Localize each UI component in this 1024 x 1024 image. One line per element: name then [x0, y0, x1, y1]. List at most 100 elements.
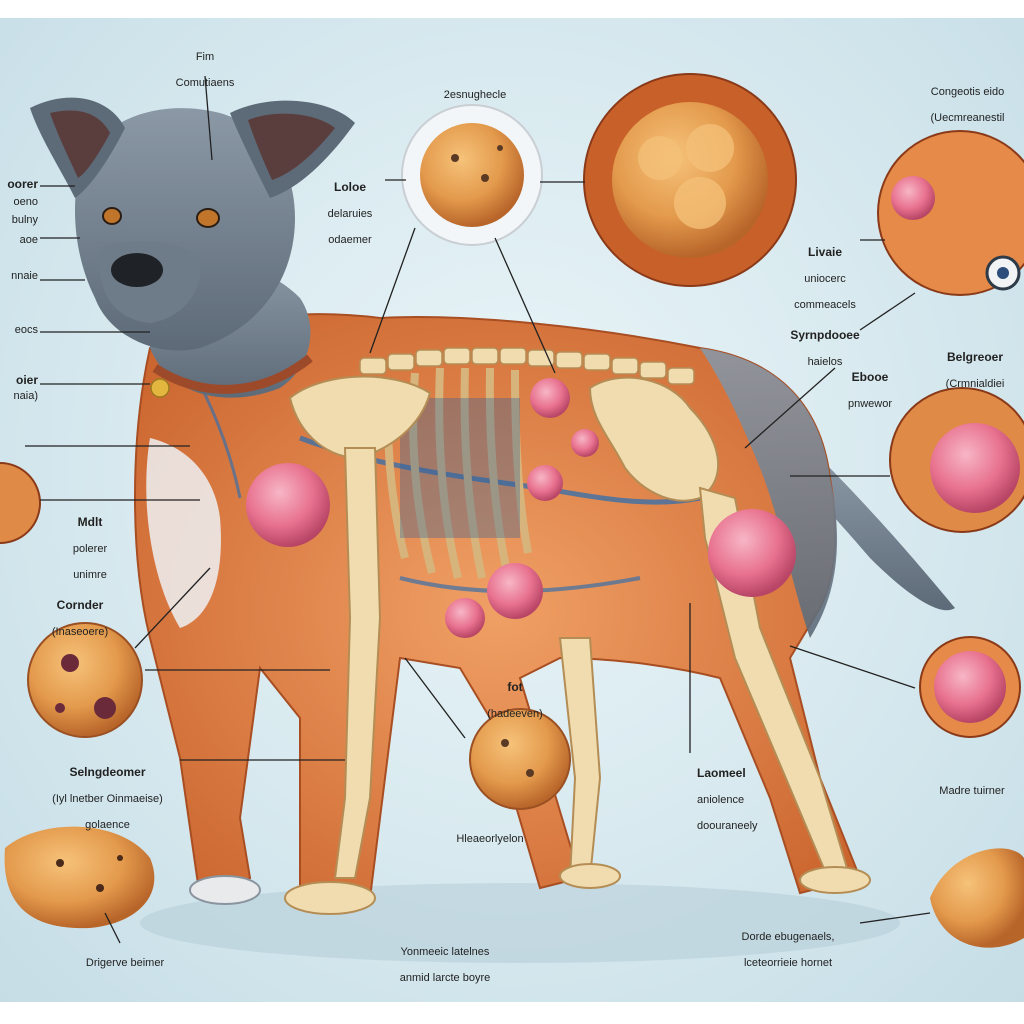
label-left-6-text: eocs	[14, 324, 38, 336]
magnifier-top-left	[401, 104, 543, 246]
lipoma-bottom-left	[4, 826, 155, 929]
label-right-line-1: Belgreoer	[946, 350, 1004, 364]
label-lobes-line-1: Loloe	[334, 180, 366, 194]
label-top-right-line-2: (Uecmreanestil	[930, 112, 1005, 124]
label-herm: Hleaeorlyelon	[430, 820, 550, 846]
label-fot-line-2: (hadeeven)	[487, 708, 543, 720]
label-left-8: naia)	[0, 390, 38, 403]
magnifier-right-lower	[919, 636, 1021, 738]
fur-chest	[146, 438, 221, 628]
label-melt-line-1: Mdlt	[77, 515, 103, 529]
label-top-right: Congeotis eido (Uecmreanestil	[905, 73, 1024, 125]
anatomy-illustration: Fim Comutiaens 2esnughecle Congeotis eid…	[0, 18, 1024, 1002]
label-right-line-2: (Crmnialdiei	[945, 378, 1005, 390]
eye-left	[102, 207, 122, 225]
label-fot-line-1: fot	[507, 680, 523, 694]
label-cornder: Cornder (Inaseoere)	[25, 586, 135, 639]
label-loom-line-2: aniolence	[697, 794, 745, 806]
paw-front-left	[189, 875, 261, 905]
label-lipoma-line-3: commeacels	[794, 299, 856, 311]
leader-lines	[25, 75, 931, 944]
label-fim-line-1: Fim	[195, 51, 215, 63]
label-left-3: bulny	[0, 214, 38, 227]
label-fim-line-2: Comutiaens	[175, 77, 235, 89]
label-left-7: oier	[0, 374, 38, 388]
label-bottom-right: Dorde ebugenaels, lceteorrieie hornet	[718, 918, 858, 970]
label-lipoma-line-2: uniocerc	[804, 273, 846, 285]
tumor-flank-4	[445, 598, 485, 638]
tumor-hip	[708, 509, 796, 597]
label-bottom-right-line-2: lceteorrieie hornet	[743, 957, 833, 969]
label-madre: Madre tuirner	[920, 772, 1024, 798]
magnifier-right	[889, 387, 1024, 533]
label-left-5: nnaie	[0, 270, 38, 283]
label-melt: Mdlt polerer unimre	[45, 503, 135, 582]
label-lipoma-line-1: Livaie	[807, 245, 843, 259]
rib-cage	[384, 367, 532, 579]
label-herm-text: Hleaeorlyelon	[456, 833, 524, 845]
ear-right-inner	[248, 113, 335, 180]
label-cornder-line-1: Cornder	[56, 598, 104, 612]
label-bottom-left-text: Drigerve beimer	[85, 957, 165, 969]
label-left-4: aoe	[0, 234, 38, 247]
label-ebooe-line-2: pnwewor	[847, 398, 893, 410]
magnifier-left-lower	[27, 622, 143, 738]
label-fim: Fim Comutiaens	[160, 38, 250, 90]
label-left-2-text: oeno	[13, 196, 38, 208]
label-loom-line-1: Laomeel	[697, 766, 746, 780]
nose	[111, 253, 163, 287]
label-lobes-line-2: delaruies	[327, 208, 373, 220]
front-leg-bone	[333, 447, 382, 879]
label-right: Belgreoer (Crmnialdiei	[925, 338, 1024, 391]
tumor-shoulder	[246, 463, 330, 547]
label-left-8-text: naia)	[13, 390, 38, 402]
collar	[152, 354, 313, 394]
spine	[359, 347, 695, 385]
label-bottom-center-line-2: anmid larcte boyre	[399, 972, 491, 984]
magnifier-top-right	[877, 130, 1024, 296]
paw-hind-right	[799, 866, 871, 894]
label-seing-line-1: Selngdeomer	[69, 765, 146, 779]
label-bottom-center-line-1: Yonmeeic latelnes	[400, 946, 490, 958]
label-cornder-line-2: (Inaseoere)	[51, 626, 109, 638]
label-lobes: Loloe delaruies odaemer	[305, 168, 395, 247]
label-fot: fot (hadeeven)	[465, 668, 565, 721]
label-left-3-text: bulny	[11, 214, 38, 226]
label-loom: Laomeel aniolence doouraneely	[697, 754, 817, 833]
lipoma-bottom-right	[930, 848, 1024, 948]
label-top-mid-text: 2esnughecle	[443, 89, 507, 101]
label-seing-line-2: (Iyl lnetber Oinmaeise)	[52, 793, 163, 805]
label-symp-line-1: Syrnpdooee	[790, 328, 860, 342]
illustration-graphics	[0, 73, 1024, 963]
label-seing: Selngdeomer (Iyl lnetber Oinmaeise) gola…	[20, 753, 195, 832]
label-left-1-text: oorer	[7, 177, 38, 191]
dog-tail	[800, 458, 955, 611]
eye-right	[196, 208, 220, 228]
label-melt-line-3: unimre	[73, 569, 107, 581]
tumor-flank-1	[530, 378, 570, 418]
label-ebooe: Ebooe pnwewor	[830, 358, 910, 411]
label-top-mid: 2esnughecle	[415, 76, 535, 102]
label-left-5-text: nnaie	[11, 270, 38, 282]
label-loom-line-3: doouraneely	[697, 820, 758, 832]
label-left-4-text: aoe	[19, 234, 38, 246]
label-melt-line-2: polerer	[72, 543, 108, 555]
label-left-1: oorer	[0, 178, 38, 192]
label-lobes-line-3: odaemer	[328, 234, 372, 246]
label-left-7-text: oier	[15, 373, 38, 387]
label-top-right-line-1: Congeotis eido	[930, 86, 1005, 98]
tumor-belly	[487, 563, 543, 619]
label-bottom-right-line-1: Dorde ebugenaels,	[741, 931, 835, 943]
collar-tag	[150, 378, 170, 398]
scapula	[288, 375, 432, 460]
label-left-6: eocs	[0, 324, 38, 337]
label-ebooe-line-1: Ebooe	[851, 370, 889, 384]
magnifier-center-lower	[469, 708, 571, 810]
label-lipoma: Livaie uniocerc commeacels	[770, 233, 880, 312]
label-symp: Syrnpdooee haielos	[770, 316, 880, 369]
label-left-2: oeno	[0, 196, 38, 209]
rib-interior	[400, 398, 520, 538]
label-bottom-center: Yonmeeic latelnes anmid larcte boyre	[375, 933, 515, 985]
label-bottom-left: Drigerve beimer	[50, 944, 200, 970]
paw-hind-left	[559, 863, 621, 889]
